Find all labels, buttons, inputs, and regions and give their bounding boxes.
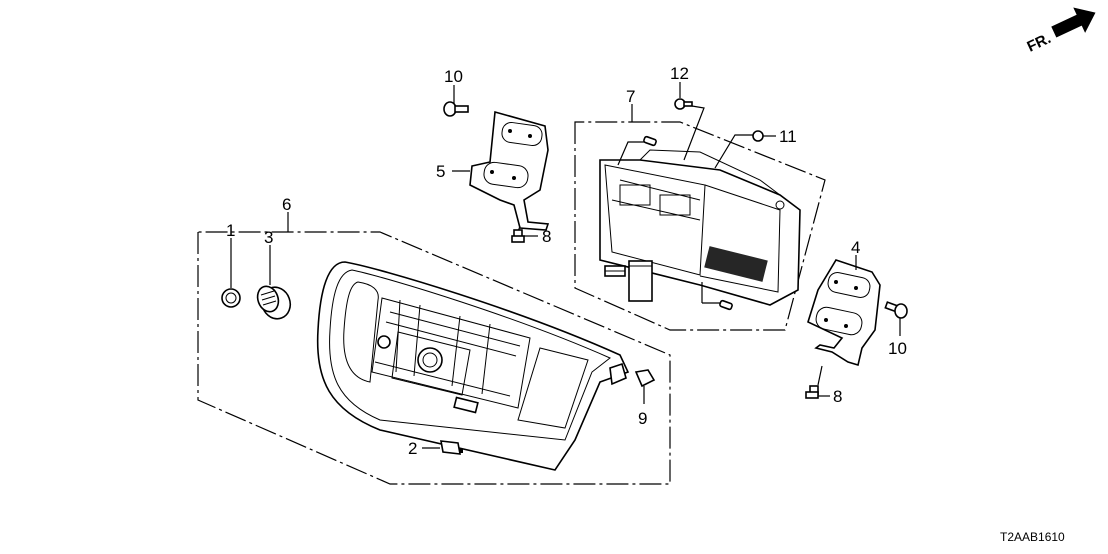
part-9-clip xyxy=(634,369,656,404)
audio-unit-labels xyxy=(604,260,653,302)
front-direction-indicator: FR. xyxy=(1025,7,1096,56)
assembly-6-outline xyxy=(197,212,671,485)
part-5-bracket-left xyxy=(452,110,550,231)
callout-8-right: 8 xyxy=(833,387,842,406)
callout-8-left: 8 xyxy=(542,227,551,246)
part-12-screw-top xyxy=(674,82,705,161)
audio-panel xyxy=(316,261,630,471)
callout-10-right: 10 xyxy=(888,339,907,358)
part-8-bolt-right xyxy=(805,365,830,399)
callout-6: 6 xyxy=(282,195,291,214)
part-3-large-knob xyxy=(256,245,292,320)
callout-10-left: 10 xyxy=(444,67,463,86)
part-8-bolt-left xyxy=(511,225,538,243)
callout-5: 5 xyxy=(436,162,445,181)
callout-7: 7 xyxy=(626,87,635,106)
callout-3: 3 xyxy=(264,228,273,247)
audio-unit-screws xyxy=(617,135,733,311)
part-11-nut xyxy=(714,130,776,169)
callout-9: 9 xyxy=(638,409,647,428)
front-arrow-icon xyxy=(1051,7,1096,38)
part-1-small-knob xyxy=(221,238,241,308)
assembly-7-outline xyxy=(574,104,826,331)
part-4-bracket-right xyxy=(807,255,881,367)
reference-code: T2AAB1610 xyxy=(1000,530,1065,544)
callout-2: 2 xyxy=(408,439,417,458)
fr-label: FR. xyxy=(1025,30,1054,56)
callout-12: 12 xyxy=(670,64,689,83)
part-10-screw-left xyxy=(443,85,469,117)
part-10-screw-right xyxy=(884,301,908,336)
part-2-switch xyxy=(422,440,463,455)
callout-4: 4 xyxy=(851,238,860,257)
callout-11: 11 xyxy=(779,127,797,146)
callout-1: 1 xyxy=(226,221,235,240)
